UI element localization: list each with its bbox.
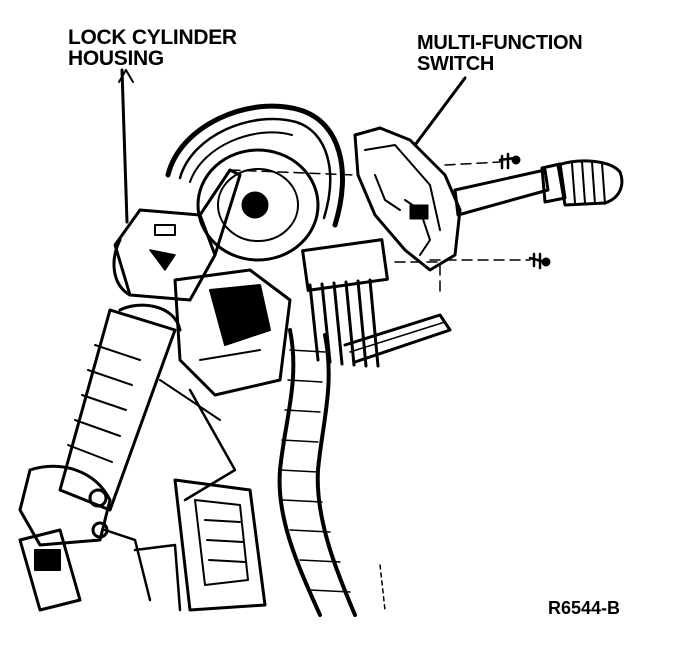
alignment-line-lower bbox=[394, 261, 441, 296]
mounting-screw-lower bbox=[429, 252, 551, 270]
lock-cylinder-label: LOCK CYLINDER HOUSING bbox=[68, 27, 237, 69]
wiring-harness bbox=[277, 328, 357, 617]
lower-mounting-bracket bbox=[18, 464, 152, 612]
center-line bbox=[379, 564, 386, 611]
turn-signal-stalk bbox=[453, 159, 624, 217]
lock-cylinder-leader bbox=[120, 68, 129, 224]
multi-function-switch-label: MULTI-FUNCTION SWITCH bbox=[417, 32, 583, 75]
multi-function-label-line2: SWITCH bbox=[417, 53, 495, 75]
lock-cylinder-housing bbox=[112, 168, 242, 302]
lock-cylinder-label-line1: LOCK CYLINDER bbox=[68, 26, 237, 49]
column-tube bbox=[58, 303, 182, 512]
mounting-screw-upper bbox=[444, 152, 521, 170]
steering-hub-ring bbox=[165, 103, 345, 262]
multi-function-label-line1: MULTI-FUNCTION bbox=[417, 32, 583, 54]
harness-connector bbox=[301, 238, 452, 368]
column-lower-housing bbox=[133, 478, 267, 612]
figure-code: R6544-B bbox=[548, 598, 621, 618]
alignment-line-upper bbox=[229, 169, 356, 176]
lock-cylinder-leader-tick bbox=[118, 69, 134, 83]
multi-function-switch bbox=[353, 126, 462, 272]
column-shroud bbox=[159, 268, 292, 502]
lock-cylinder-label-line2: HOUSING bbox=[68, 47, 164, 70]
multi-function-leader bbox=[413, 76, 467, 147]
